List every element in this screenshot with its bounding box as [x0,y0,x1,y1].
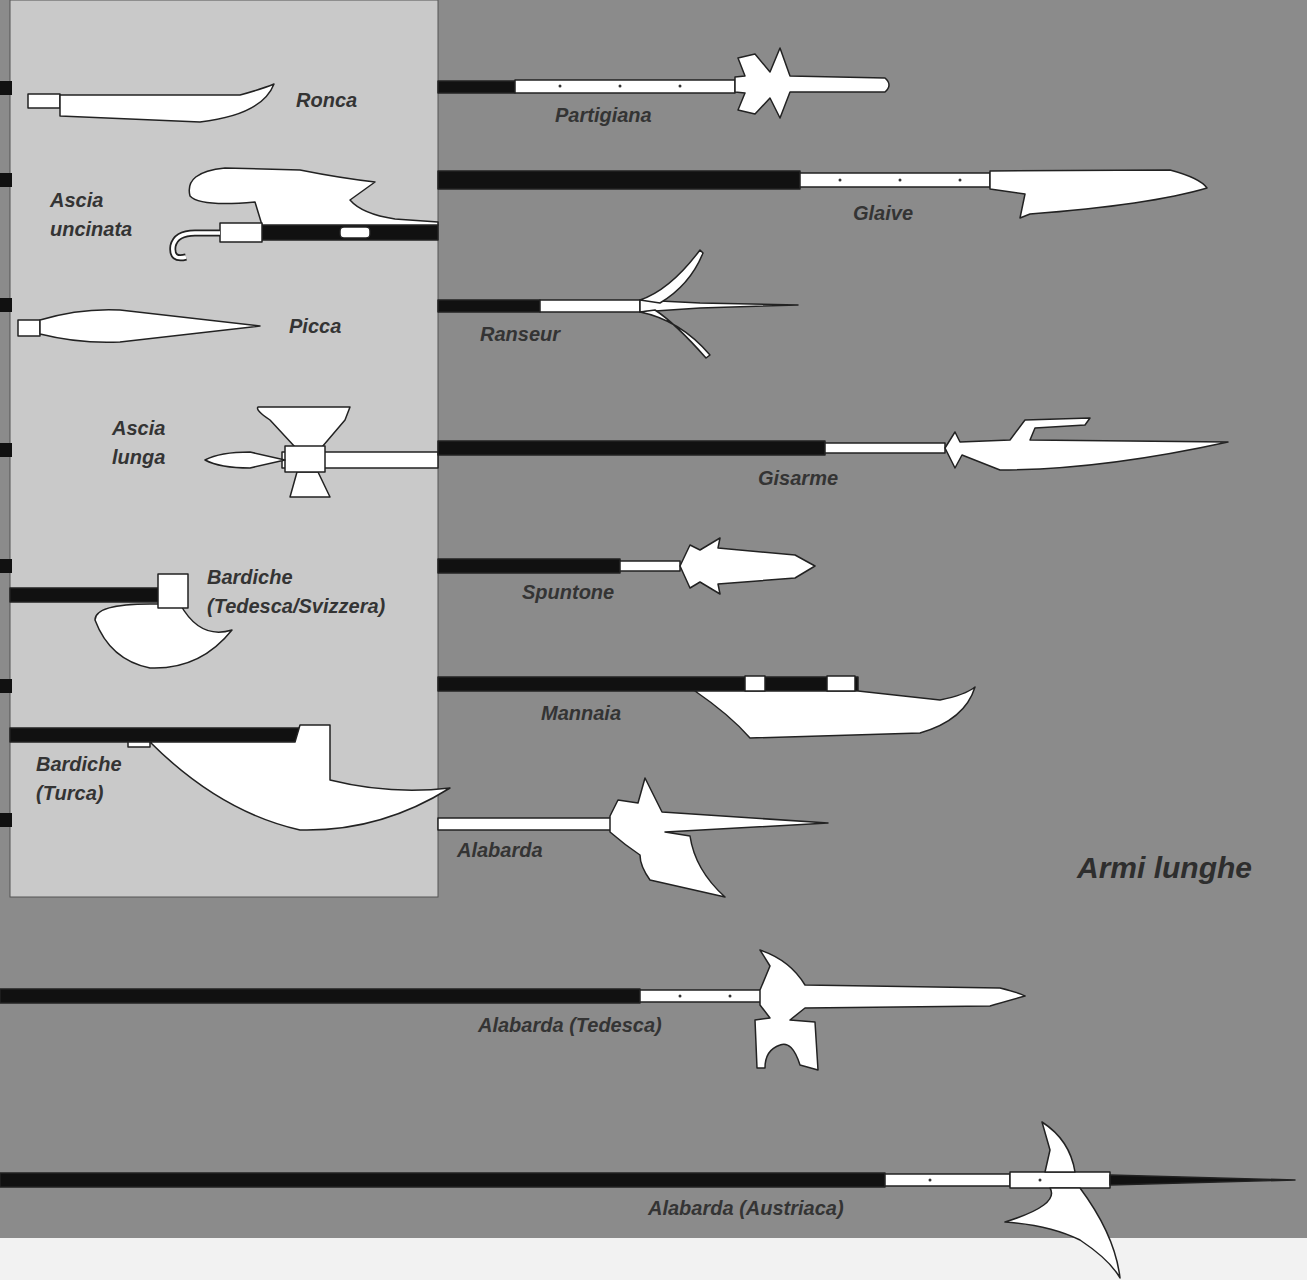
weapon-name: Alabarda (Tedesca) [478,1011,662,1040]
weapon-name: Bardiche (Tedesca/Svizzera) [207,563,435,621]
weapon-name: Ascia lunga [112,414,194,472]
diagram-title: Armi lunghe [1077,850,1252,886]
weapon-heads [0,48,1295,1278]
weapon-name: Partigiana [555,101,652,130]
weapon-name: Alabarda [457,836,543,865]
weapon-name: Glaive [853,199,913,228]
weapon-name: Gisarme [758,464,838,493]
weapon-name: Ronca [296,86,357,115]
shaft-stubs [0,81,12,827]
weapon-name: Spuntone [522,578,614,607]
weapon-name: Mannaia [541,699,621,728]
weapon-name: Alabarda (Austriaca) [648,1194,844,1223]
weapon-name: Bardiche (Turca) [36,750,152,808]
weapon-name: Ascia uncinata [50,186,162,244]
weapon-name: Picca [289,312,341,341]
weapon-name: Ranseur [480,320,560,349]
